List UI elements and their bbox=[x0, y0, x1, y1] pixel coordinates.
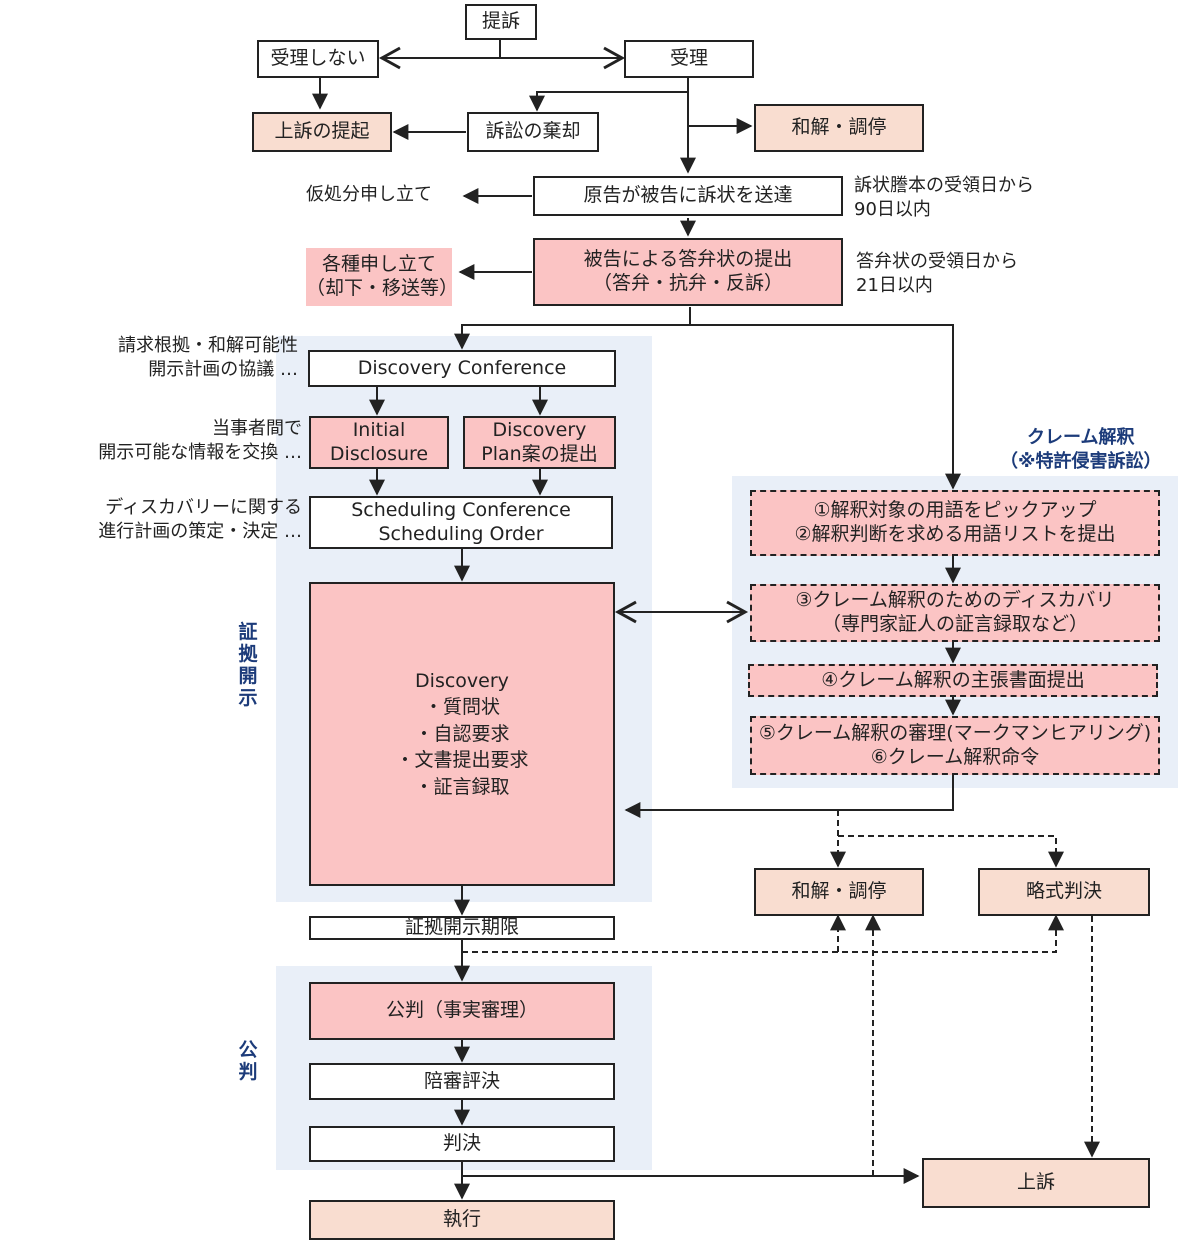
accepted-box: 受理 bbox=[624, 40, 754, 78]
answer-filing-box: 被告による答弁状の提出 （答弁・抗弁・反訴） bbox=[533, 238, 843, 306]
judgment-box: 判決 bbox=[309, 1126, 615, 1162]
phase-label-discovery: 証拠開示 bbox=[238, 621, 258, 709]
discovery-deadline-box: 証拠開示期限 bbox=[309, 916, 615, 940]
claim-step-3-box: ③クレーム解釈のためのディスカバリ （専門家証人の証言録取など） bbox=[750, 584, 1160, 642]
claim-step-5-6-box: ⑤クレーム解釈の審理(マークマンヒアリング) ⑥クレーム解釈命令 bbox=[750, 716, 1160, 775]
summary-judgment-box: 略式判決 bbox=[978, 868, 1150, 916]
motions-box: 各種申し立て （却下・移送等） bbox=[306, 248, 458, 306]
appeal-box-bottom: 上訴 bbox=[922, 1158, 1150, 1208]
settlement-mediation-box-mid: 和解・調停 bbox=[754, 868, 924, 916]
execution-box: 執行 bbox=[309, 1200, 615, 1240]
note-discovery-conference: 請求根拠・和解可能性 開示計画の協議 … bbox=[118, 335, 298, 381]
claim-step-4-box: ④クレーム解釈の主張書面提出 bbox=[748, 664, 1158, 697]
jury-verdict-box: 陪審評決 bbox=[309, 1063, 615, 1100]
note-scheduling: ディスカバリーに関する 進行計画の策定・決定 … bbox=[98, 497, 302, 543]
trial-box: 公判（事実審理） bbox=[309, 982, 615, 1040]
filing-box: 提訴 bbox=[465, 4, 537, 40]
dismissal-box: 訴訟の棄却 bbox=[467, 112, 599, 152]
discovery-plan-box: Discovery Plan案の提出 bbox=[463, 416, 616, 469]
complaint-deadline-note: 訴状謄本の受領日から 90日以内 bbox=[854, 175, 1034, 221]
provisional-motion-label: 仮処分申し立て bbox=[306, 184, 432, 205]
phase-label-trial: 公判 bbox=[238, 1039, 258, 1083]
appeal-filing-box: 上訴の提起 bbox=[252, 112, 392, 152]
discovery-main-box: Discovery ・質問状 ・自認要求 ・文書提出要求 ・証言録取 bbox=[309, 582, 615, 886]
claim-step-1-2-box: ①解釈対象の用語をピックアップ ②解釈判断を求める用語リストを提出 bbox=[750, 490, 1160, 556]
complaint-service-box: 原告が被告に訴状を送達 bbox=[533, 176, 843, 216]
scheduling-box: Scheduling Conference Scheduling Order bbox=[309, 496, 613, 549]
answer-deadline-note: 答弁状の受領日から 21日以内 bbox=[856, 251, 1018, 297]
note-initial-disclosure: 当事者間で 開示可能な情報を交換 … bbox=[98, 418, 302, 464]
discovery-conference-box: Discovery Conference bbox=[308, 350, 616, 387]
settlement-mediation-box-top: 和解・調停 bbox=[754, 104, 924, 152]
initial-disclosure-box: Initial Disclosure bbox=[309, 416, 449, 469]
claim-construction-title: クレーム解釈 （※特許侵害訴訟） bbox=[1000, 427, 1162, 473]
not-accepted-box: 受理しない bbox=[257, 40, 379, 78]
